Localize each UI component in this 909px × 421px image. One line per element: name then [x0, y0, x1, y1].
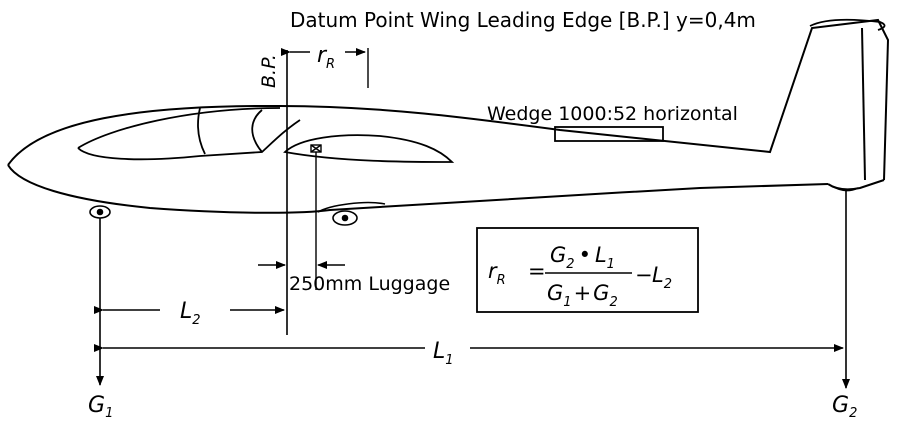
- tail-skid: [831, 185, 859, 192]
- main-wheel: [317, 201, 386, 226]
- L1-label: L1: [433, 339, 454, 368]
- L2-label: L2: [180, 299, 201, 328]
- formula-box: [476, 227, 699, 313]
- svg-text:L2: L2: [652, 263, 672, 292]
- svg-text:G2•L1: G2•L1: [550, 243, 615, 272]
- diagram-title: Datum Point Wing Leading Edge [B.P.] y=0…: [290, 8, 756, 32]
- vertical-tail-cap: [809, 18, 886, 31]
- svg-text:=: =: [528, 259, 546, 283]
- rR-label: rR: [317, 43, 335, 72]
- svg-text:rR: rR: [488, 259, 506, 288]
- nose-wheel: [89, 205, 111, 219]
- canopy: [77, 107, 301, 161]
- svg-text:G1+G2: G1+G2: [547, 281, 618, 310]
- bp-label: B.P.: [258, 54, 280, 88]
- G2-label: G2: [832, 393, 857, 421]
- luggage-label: 250mm Luggage: [289, 273, 450, 295]
- svg-text:−: −: [635, 263, 653, 287]
- wing-root: [283, 134, 455, 163]
- luggage-marker: [310, 144, 322, 153]
- formula: rR = G2•L1 G1+G2 − L2: [488, 243, 672, 310]
- G1-label: G1: [88, 393, 113, 421]
- glider-outline: [7, 18, 890, 214]
- wedge-block: [554, 126, 664, 142]
- wedge-label: Wedge 1000:52 horizontal: [487, 103, 738, 125]
